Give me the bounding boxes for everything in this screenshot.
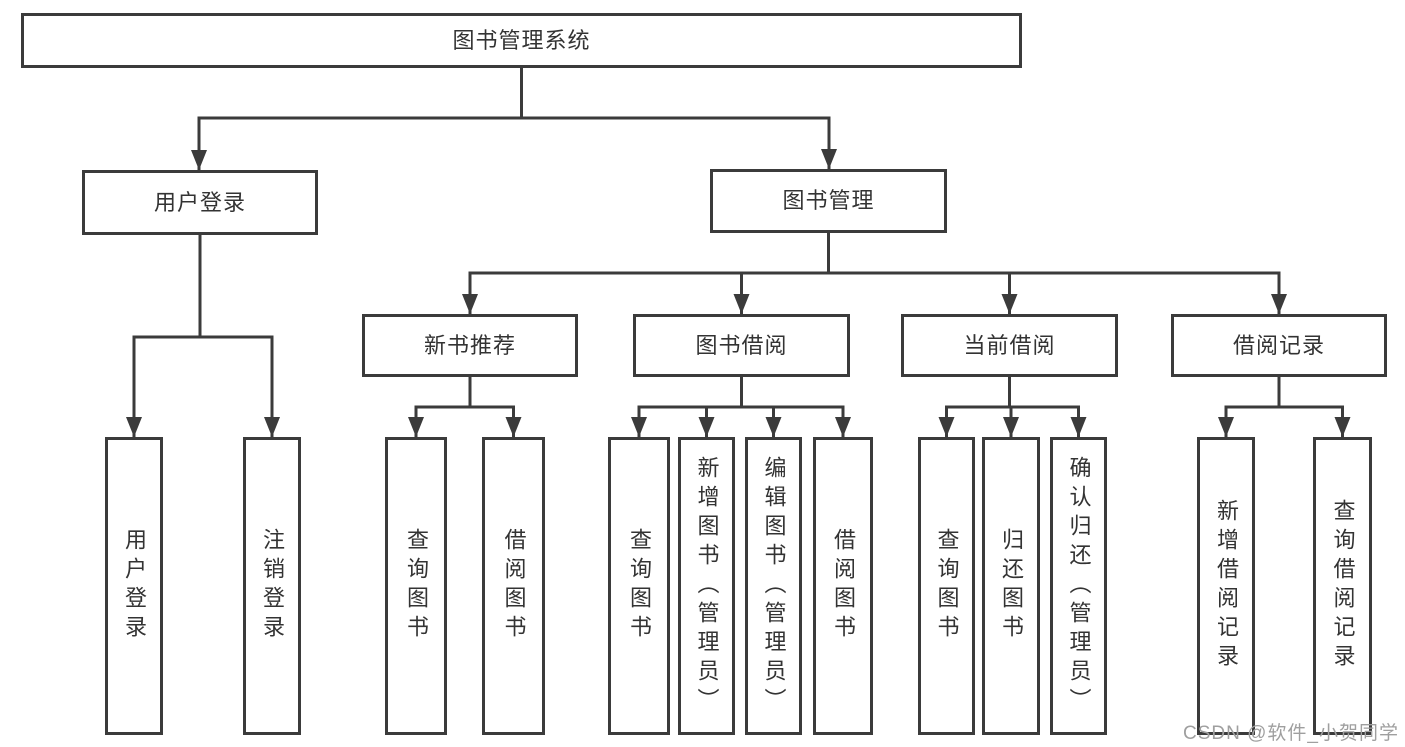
node-new-book-recommend: 新书推荐	[362, 314, 578, 377]
leaf-query-book-borrow: 查询图书	[608, 437, 670, 735]
node-current-borrow-label: 当前借阅	[963, 332, 1056, 358]
node-book-borrow: 图书借阅	[633, 314, 850, 377]
node-root: 图书管理系统	[21, 13, 1022, 68]
leaf-return-book-label: 归还图书	[999, 528, 1024, 644]
leaf-edit-book-admin-label: 编辑图书（管理员）	[761, 455, 787, 717]
leaf-add-book-admin-label: 新增图书（管理员）	[694, 455, 720, 717]
node-book-management: 图书管理	[710, 169, 947, 233]
leaf-borrow-book: 借阅图书	[813, 437, 873, 735]
leaf-add-borrow-record-label: 新增借阅记录	[1214, 499, 1239, 673]
leaf-add-book-admin: 新增图书（管理员）	[678, 437, 735, 735]
node-book-management-label: 图书管理	[782, 188, 875, 213]
node-book-borrow-label: 图书借阅	[695, 332, 788, 358]
leaf-query-book-borrow-label: 查询图书	[627, 528, 652, 644]
watermark: CSDN @软件_小贺同学	[1183, 723, 1399, 744]
leaf-query-book-current: 查询图书	[918, 437, 975, 735]
leaf-add-borrow-record: 新增借阅记录	[1197, 437, 1255, 735]
leaf-borrow-book-label: 借阅图书	[831, 528, 856, 644]
leaf-query-book-current-label: 查询图书	[934, 528, 960, 644]
leaf-query-book-recommend: 查询图书	[385, 437, 447, 735]
node-user-login-label: 用户登录	[153, 189, 246, 215]
leaf-borrow-book-recommend: 借阅图书	[482, 437, 545, 735]
leaf-user-login: 用户登录	[105, 437, 163, 735]
leaf-borrow-book-recommend-label: 借阅图书	[501, 528, 527, 644]
node-new-book-recommend-label: 新书推荐	[423, 332, 516, 358]
leaf-user-login-label: 用户登录	[122, 528, 147, 644]
leaf-return-book: 归还图书	[982, 437, 1040, 735]
leaf-confirm-return-admin: 确认归还（管理员）	[1050, 437, 1107, 735]
node-user-login: 用户登录	[82, 170, 318, 235]
node-root-label: 图书管理系统	[452, 27, 591, 53]
leaf-query-borrow-record-label: 查询借阅记录	[1330, 499, 1356, 673]
leaf-logout: 注销登录	[243, 437, 301, 735]
node-current-borrow: 当前借阅	[901, 314, 1118, 377]
leaf-logout-label: 注销登录	[260, 528, 285, 644]
leaf-query-book-recommend-label: 查询图书	[404, 528, 429, 644]
leaf-confirm-return-admin-label: 确认归还（管理员）	[1066, 455, 1092, 717]
leaf-edit-book-admin: 编辑图书（管理员）	[745, 437, 802, 735]
node-borrow-records: 借阅记录	[1171, 314, 1387, 377]
node-borrow-records-label: 借阅记录	[1232, 332, 1325, 358]
leaf-query-borrow-record: 查询借阅记录	[1313, 437, 1372, 735]
